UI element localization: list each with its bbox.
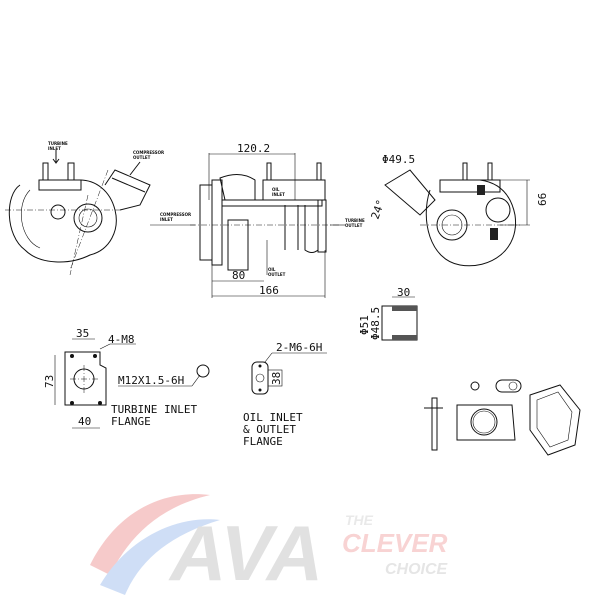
side-view: 120.2 COMPRESSOR INLET TURBINE OUTLET OI…: [150, 142, 365, 298]
logo-swoosh-red: [90, 494, 210, 575]
label-compressor-inlet-2: INLET: [160, 217, 173, 222]
label-turbine-outlet: TURBINE: [345, 218, 365, 223]
dim-80: 80: [232, 269, 245, 282]
dim-dia-51: Φ51: [358, 315, 371, 335]
label-oil-outlet-2: OUTLET: [268, 272, 286, 277]
label-oil-flange: OIL INLET: [243, 411, 303, 424]
label-oil-inlet-2: INLET: [272, 192, 285, 197]
label-oil-outlet: OIL: [268, 267, 276, 272]
label-turbine-inlet: TURBINE: [48, 141, 68, 146]
label-turbine-outlet-2: OUTLET: [345, 223, 363, 228]
dim-66: 66: [536, 193, 549, 206]
ava-logo-watermark: AVA THE CLEVER CHOICE: [90, 494, 449, 597]
label-compressor-outlet-2: OUTLET: [133, 155, 151, 160]
front-view: TURBINE INLET COMPRESSOR OUTLET: [5, 141, 164, 276]
label-thread-m12: M12X1.5-6H: [118, 374, 184, 387]
label-turbine-inlet-flange: TURBINE INLET: [111, 403, 197, 416]
label-turbine-inlet-flange-2: FLANGE: [111, 415, 151, 428]
dim-30: 30: [397, 286, 410, 299]
dim-38: 38: [270, 372, 283, 385]
dim-dia-48-5: Φ48.5: [369, 307, 382, 340]
dim-angle-24: 24°: [369, 198, 388, 221]
turbine-inlet-flange: 35 4-M8 73 40 M12X1.5-6H TURBINE INLET F…: [43, 327, 210, 429]
label-2-m6-6h: 2-M6-6H: [276, 341, 322, 354]
logo-swoosh-blue: [100, 519, 220, 595]
label-oil-inlet: OIL: [272, 187, 280, 192]
outlet-section-view: 30 Φ51 Φ48.5: [358, 286, 418, 341]
label-oil-flange-2: & OUTLET: [243, 423, 296, 436]
dim-40: 40: [78, 415, 91, 428]
logo-tagline-clever: CLEVER: [342, 528, 448, 558]
oil-inlet-outlet-flange: 2-M6-6H 38 OIL INLET & OUTLET FLANGE: [243, 341, 327, 448]
logo-brand: AVA: [168, 509, 323, 597]
gasket-kit: [424, 379, 581, 456]
dim-166: 166: [259, 284, 279, 297]
label-turbine-inlet-2: INLET: [48, 146, 61, 151]
label-compressor-inlet: COMPRESSOR: [160, 212, 191, 217]
rear-view: 66 Φ49.5 24°: [369, 153, 549, 267]
logo-tagline-the: THE: [345, 512, 374, 528]
label-oil-flange-3: FLANGE: [243, 435, 283, 448]
label-compressor-outlet: COMPRESSOR: [133, 150, 164, 155]
dim-35: 35: [76, 327, 89, 340]
dim-120-2: 120.2: [237, 142, 270, 155]
dim-dia-49-5: Φ49.5: [382, 153, 415, 166]
dim-73: 73: [43, 375, 56, 388]
logo-tagline-choice: CHOICE: [385, 561, 449, 578]
label-4-m8: 4-M8: [108, 333, 135, 346]
